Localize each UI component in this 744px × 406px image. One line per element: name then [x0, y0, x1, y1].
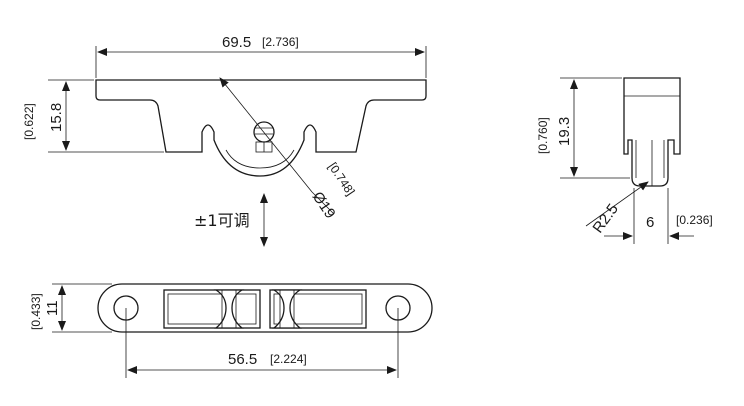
- plan-roller-left: [213, 289, 245, 329]
- side-height-value: 19.3: [556, 117, 573, 146]
- adjust-label: ±1可调: [194, 211, 250, 230]
- height-value: 15.8: [48, 103, 65, 132]
- front-view-inner-arc: [225, 149, 295, 169]
- radius-leader: [585, 181, 649, 227]
- plan-view-outline: [97, 283, 433, 333]
- bottom-width-value: 11: [44, 300, 61, 316]
- side-view: 19.3 [0.760] 6 [0.236] R2.5: [536, 77, 713, 244]
- roller-ball: [253, 121, 275, 153]
- plan-roller-right: [271, 289, 303, 329]
- diameter-leader: [219, 77, 313, 193]
- slot-left-inner: [167, 293, 257, 325]
- side-height-inch: [0.760]: [536, 117, 550, 154]
- front-view-outline: [95, 79, 427, 177]
- side-view-outline: [623, 77, 681, 187]
- diameter-inch: [0.748]: [326, 160, 358, 198]
- hole-spacing-value: 56.5: [228, 351, 257, 368]
- hole-spacing-inch: [2.224]: [270, 352, 307, 366]
- side-width-inch: [0.236]: [676, 213, 713, 227]
- front-view: 69.5 [2.736] 15.8 [0.622] Ø19 [0.748] ±1…: [22, 34, 427, 247]
- length-value: 69.5: [222, 34, 251, 51]
- side-width-value: 6: [646, 214, 654, 231]
- slot-left: [163, 289, 261, 329]
- slot-right-inner: [273, 293, 363, 325]
- radius-value: R2.5: [589, 201, 621, 237]
- diameter-leader-tail: [311, 191, 335, 215]
- plan-view: 11 [0.433] 56.5 [2.224]: [29, 283, 433, 378]
- bottom-width-inch: [0.433]: [29, 293, 43, 330]
- length-inch: [2.736]: [262, 35, 299, 49]
- slot-right: [269, 289, 367, 329]
- height-inch: [0.622]: [22, 103, 36, 140]
